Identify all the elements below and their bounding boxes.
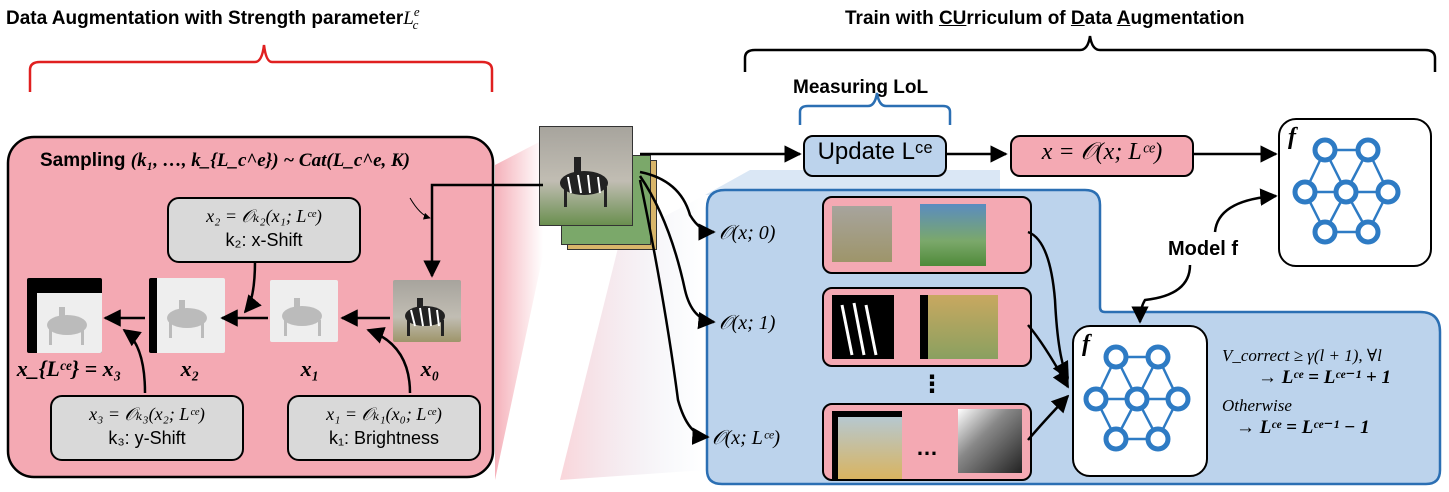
label-x3: x_{Lᶜᵉ} = x₃: [16, 356, 122, 381]
rule-line2: → Lᶜᵉ = Lᶜᵉ⁻¹ + 1: [1258, 367, 1391, 388]
label-x1: x₁: [300, 356, 320, 381]
left-title-math: Lec: [403, 4, 420, 32]
thumb-2a: [832, 411, 902, 479]
red-fan: [495, 140, 543, 480]
thumb-2b: [958, 409, 1022, 473]
thumb-0b: [920, 204, 986, 266]
thumb-1a: [832, 295, 894, 359]
box-x2: x₂ = 𝒪ₖ₂(x₁; Lᶜᵉ) k₂: x-Shift: [167, 197, 361, 263]
rule-line1: V_correct ≥ γ(l + 1), ∀l: [1222, 346, 1382, 365]
thumb-0a: [832, 206, 892, 262]
label-x0: x₀: [420, 356, 440, 381]
box-x3: x₃ = 𝒪ₖ₃(x₂; Lᶜᵉ) k₃: y-Shift: [50, 395, 244, 461]
op-label-1: 𝒪(x; 1): [719, 312, 776, 334]
rule-line3: Otherwise: [1222, 396, 1292, 415]
rule-line4: → Lᶜᵉ = Lᶜᵉ⁻¹ − 1: [1236, 417, 1370, 438]
label-x2: x₂: [180, 356, 200, 381]
red-brace: [28, 44, 494, 92]
update-rule: V_correct ≥ γ(l + 1), ∀l → Lᶜᵉ = Lᶜᵉ⁻¹ +…: [1222, 345, 1391, 439]
op-row-lc: …: [822, 403, 1032, 481]
op-label-0: 𝒪(x; 0): [719, 222, 776, 244]
sampling-heading: Sampling (k₁, …, k_{L_c^e}) ~ Cat(L_c^e,…: [40, 150, 411, 171]
right-title: Train with CUrriculum of Data Augmentati…: [845, 8, 1245, 29]
image-x3: [27, 278, 102, 353]
network-icon: [1292, 137, 1401, 245]
image-x2: [149, 278, 225, 353]
op-label-lc: 𝒪(x; Lᶜᵉ): [712, 427, 781, 449]
operator-box: x = 𝒪(x; Lᶜᵉ): [1010, 135, 1194, 177]
measuring-lol-title: Measuring LoL: [793, 77, 929, 98]
vertical-ellipsis: ⋮: [920, 371, 944, 398]
update-lc-box: Update Lᶜᵉ: [803, 135, 947, 177]
model-f-top: f: [1278, 118, 1432, 267]
image-x1: [270, 280, 338, 342]
image-stack: [539, 126, 657, 250]
model-f-bottom: f: [1072, 325, 1208, 477]
horizontal-ellipsis: …: [916, 435, 938, 460]
box-x1: x₁ = 𝒪ₖ₁(x₀; Lᶜᵉ) k₁: Brightness: [287, 395, 481, 461]
op-row-0: [822, 196, 1032, 274]
thumb-1b: [920, 295, 998, 359]
left-title-text: Data Augmentation with Strength paramete…: [6, 8, 404, 29]
op-row-1: [822, 287, 1032, 367]
image-x0: [393, 280, 461, 342]
model-f-label: Model f: [1168, 238, 1238, 260]
black-brace: [743, 35, 1437, 72]
left-title: Data Augmentation with Strength paramete…: [6, 4, 420, 32]
blue-brace: [798, 92, 952, 125]
network-icon: [1083, 344, 1191, 452]
